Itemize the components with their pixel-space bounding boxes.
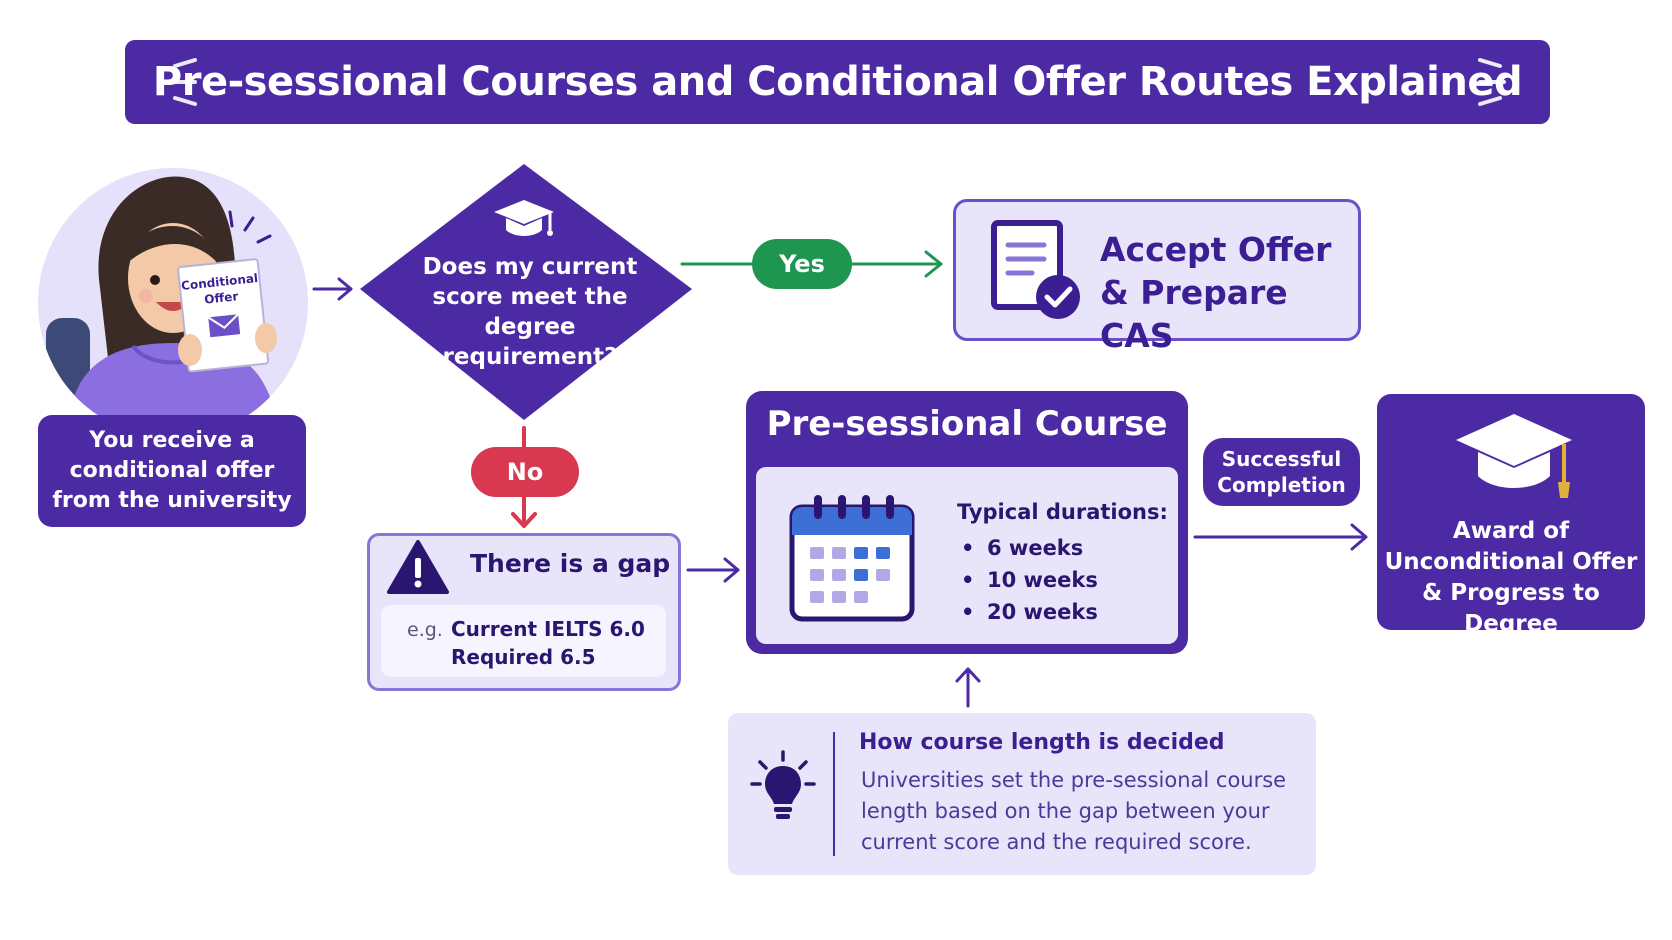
- title-banner: Pre-sessional Courses and Conditional Of…: [125, 40, 1550, 124]
- no-branch-label: No: [471, 447, 579, 497]
- successful-completion-label: Successful Completion: [1203, 438, 1360, 506]
- letter-line-2: Offer: [204, 289, 239, 306]
- page-title: Pre-sessional Courses and Conditional Of…: [152, 59, 1523, 105]
- gap-example-prefix: e.g.: [407, 619, 443, 641]
- graduation-cap-icon: [1456, 414, 1572, 498]
- gap-required-score: Required 6.5: [451, 645, 596, 669]
- arrow-student-to-decision: [312, 277, 353, 301]
- sparkle-right-icon: [1478, 58, 1506, 106]
- document-check-icon: [991, 220, 1080, 319]
- course-title: Pre-sessional Course: [766, 404, 1168, 444]
- duration-item: 20 weeks: [957, 596, 1098, 628]
- graduation-cap-icon: [494, 200, 554, 236]
- conditional-offer-step: You receive a conditional offer from the…: [38, 415, 306, 527]
- course-length-info-box: [728, 713, 1316, 875]
- durations-list: 6 weeks 10 weeks 20 weeks: [957, 532, 1098, 628]
- calendar-icon: [789, 495, 915, 622]
- arrow-gap-to-course: [686, 557, 740, 583]
- info-body: Universities set the pre-sessional cours…: [861, 768, 1287, 854]
- info-title: How course length is decided: [859, 730, 1225, 755]
- student-figure: Conditional Offer: [46, 176, 278, 438]
- arrow-yes-to-accept: [680, 250, 943, 278]
- lightbulb-icon: [750, 750, 816, 819]
- duration-item: 10 weeks: [957, 564, 1098, 596]
- envelope-icon: [207, 313, 241, 338]
- gap-example-box: [381, 605, 666, 677]
- sparkle-left-icon: [169, 58, 197, 106]
- info-divider: [833, 732, 835, 856]
- arrow-info-to-course: [955, 667, 981, 708]
- decision-question: Does my current score meet the degree re…: [422, 254, 638, 370]
- arrow-no-to-gap: [511, 426, 537, 528]
- duration-item: 6 weeks: [957, 532, 1098, 564]
- gap-title: There is a gap: [470, 549, 671, 578]
- accept-offer-text: Accept Offer & Prepare CAS: [1100, 230, 1332, 355]
- durations-title: Typical durations:: [957, 500, 1168, 524]
- gap-current-score: Current IELTS 6.0: [451, 617, 645, 641]
- warning-icon: [387, 540, 449, 594]
- yes-branch-label: Yes: [752, 239, 852, 289]
- arrow-course-to-award: [1193, 523, 1368, 551]
- excitement-marks-icon: [228, 210, 272, 244]
- award-text: Award of Unconditional Offer & Progress …: [1384, 518, 1638, 637]
- student-illustration: Conditional Offer: [38, 168, 308, 438]
- decision-diamond: [360, 164, 692, 420]
